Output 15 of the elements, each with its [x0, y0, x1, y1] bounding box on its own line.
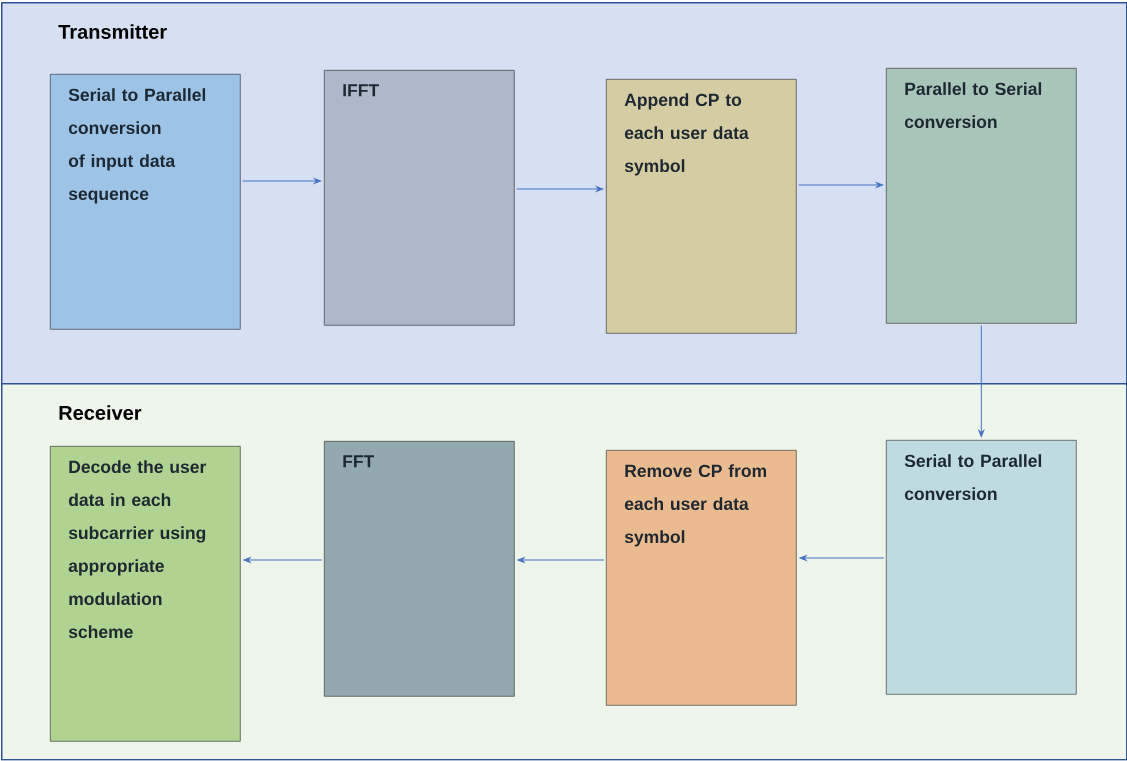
process-box: Parallel to Serial conversion [886, 68, 1077, 324]
arrow [978, 325, 985, 438]
arrow [798, 182, 884, 188]
arrow [242, 178, 322, 184]
arrow [517, 557, 605, 563]
process-box: Append CP to each user data symbol [606, 79, 797, 334]
process-box: Serial to Parallel conversion [886, 440, 1077, 695]
process-box: Serial to Parallel conversion of input data sequence [50, 74, 241, 330]
process-box: IFFT [324, 70, 515, 326]
process-box: Decode the user data in each subcarrier using appropriate modulation scheme [50, 446, 241, 742]
arrow [516, 186, 604, 192]
process-box: FFT [324, 441, 515, 697]
process-box: Remove CP from each user data symbol [606, 450, 797, 706]
arrow [799, 555, 885, 561]
arrow [243, 557, 323, 563]
